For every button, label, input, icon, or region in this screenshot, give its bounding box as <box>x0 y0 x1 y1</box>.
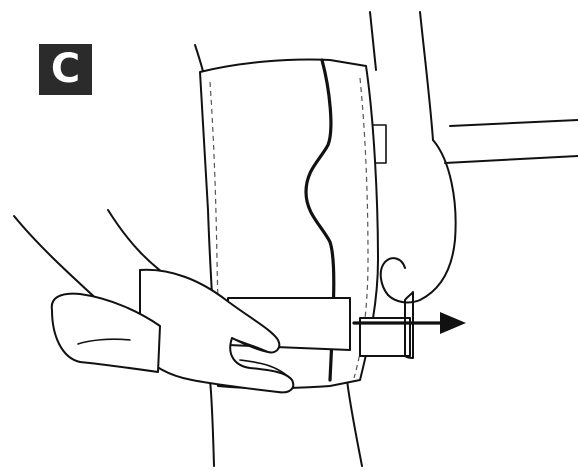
step-label-badge: C <box>39 44 92 95</box>
right-helper-arm <box>368 12 578 302</box>
